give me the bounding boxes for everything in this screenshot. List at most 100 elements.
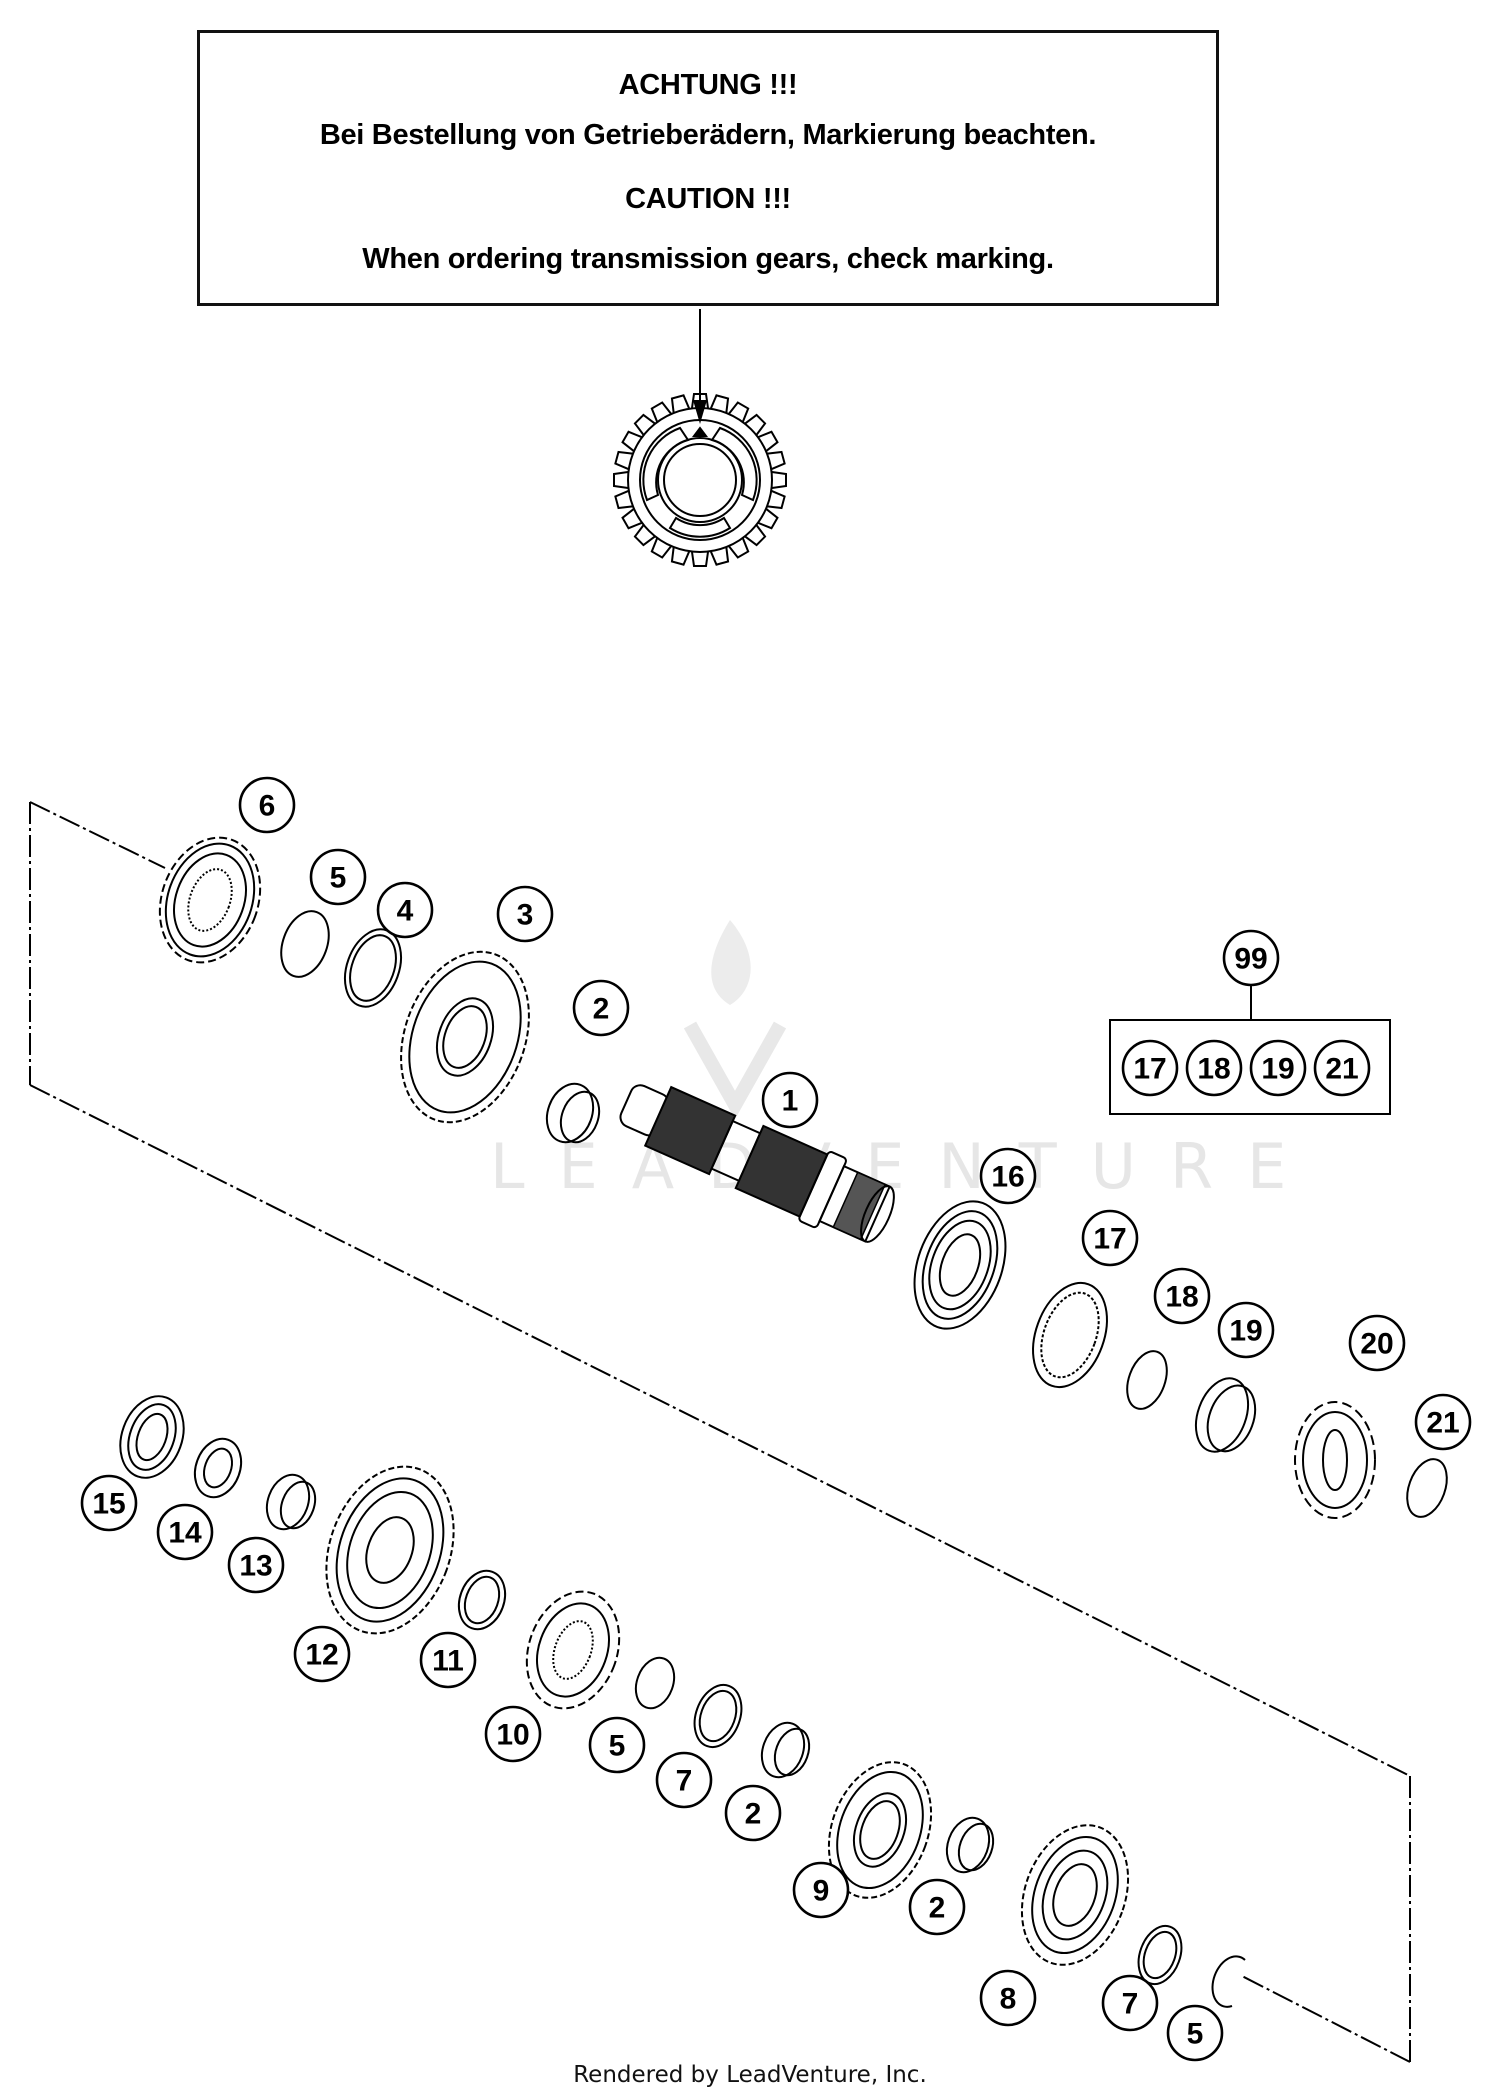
part-19-spacer-bushing bbox=[1194, 1377, 1257, 1453]
callout-number: 10 bbox=[496, 1719, 529, 1752]
parts-main-shaft-group bbox=[158, 836, 1448, 1519]
callout-number: 15 bbox=[92, 1488, 125, 1521]
part-17-shaft-seal bbox=[1032, 1281, 1108, 1389]
caution-title-german: ACHTUNG !!! bbox=[618, 69, 798, 101]
part-13-bushing bbox=[265, 1473, 317, 1531]
caution-text-german: Bei Bestellung von Getrieberädern, Marki… bbox=[319, 119, 1097, 151]
watermark-logo-icon bbox=[683, 920, 787, 1120]
kit-item-18[interactable]: 18 bbox=[1185, 1039, 1243, 1097]
part-1-main-shaft bbox=[619, 1084, 895, 1243]
callout-number: 8 bbox=[1000, 1983, 1017, 2016]
callout-part-12[interactable]: 12 bbox=[293, 1625, 351, 1683]
callout-number: 2 bbox=[745, 1798, 762, 1831]
callout-number: 12 bbox=[305, 1639, 338, 1672]
part-3-gear bbox=[400, 950, 530, 1124]
callout-number: 7 bbox=[1122, 1988, 1139, 2021]
callout-number: 5 bbox=[1187, 2018, 1204, 2051]
callout-number: 2 bbox=[593, 993, 610, 1026]
part-20-sprocket bbox=[1294, 1401, 1376, 1519]
kit-99-items: 17 18 19 21 bbox=[1121, 1039, 1371, 1097]
callout-part-15[interactable]: 15 bbox=[80, 1474, 138, 1532]
callout-number: 18 bbox=[1165, 1281, 1198, 1314]
caution-title-english: CAUTION !!! bbox=[625, 183, 791, 215]
callout-number: 17 bbox=[1133, 1053, 1166, 1086]
part-5-circlip bbox=[280, 910, 330, 978]
callout-number: 5 bbox=[330, 862, 347, 895]
part-10-sliding-gear bbox=[525, 1590, 621, 1710]
part-6-sliding-gear bbox=[158, 836, 262, 964]
caution-text-english: When ordering transmission gears, check … bbox=[362, 243, 1054, 275]
part-12-gear bbox=[325, 1465, 455, 1635]
callout-part-14[interactable]: 14 bbox=[156, 1503, 214, 1561]
callout-number: 6 bbox=[259, 790, 276, 823]
callout-part-16[interactable]: 16 bbox=[979, 1147, 1037, 1205]
part-5-circlip-lower bbox=[634, 1656, 676, 1710]
callout-number: 19 bbox=[1229, 1315, 1262, 1348]
footer-rendered-by: Rendered by LeadVenture, Inc. bbox=[573, 2062, 927, 2088]
callout-kit-99[interactable]: 99 bbox=[1222, 929, 1280, 987]
assembly-outline bbox=[29, 801, 1411, 2063]
callout-number: 1 bbox=[782, 1085, 799, 1118]
callout-part-5[interactable]: 5 bbox=[588, 1716, 646, 1774]
callout-number: 13 bbox=[239, 1550, 272, 1583]
callout-number: 19 bbox=[1261, 1053, 1294, 1086]
part-9-gear bbox=[827, 1761, 933, 1899]
callout-number: 99 bbox=[1234, 943, 1267, 976]
callout-part-8[interactable]: 8 bbox=[979, 1969, 1037, 2027]
callout-part-17[interactable]: 17 bbox=[1081, 1209, 1139, 1267]
callout-part-13[interactable]: 13 bbox=[227, 1536, 285, 1594]
callout-part-1[interactable]: 1 bbox=[761, 1071, 819, 1129]
callout-number: 3 bbox=[517, 899, 534, 932]
callout-part-18[interactable]: 18 bbox=[1153, 1267, 1211, 1325]
part-15-bearing bbox=[119, 1395, 185, 1479]
callout-part-2[interactable]: 2 bbox=[724, 1784, 782, 1842]
part-5-circlip-end bbox=[1211, 1955, 1246, 2008]
callout-part-4[interactable]: 4 bbox=[376, 881, 434, 939]
kit-item-21[interactable]: 21 bbox=[1313, 1039, 1371, 1097]
callout-part-6[interactable]: 6 bbox=[238, 776, 296, 834]
part-2-bushing bbox=[545, 1082, 601, 1144]
part-16-bearing bbox=[913, 1200, 1007, 1330]
callout-part-5[interactable]: 5 bbox=[309, 848, 367, 906]
callout-number: 11 bbox=[432, 1645, 464, 1678]
part-7-washer bbox=[693, 1684, 743, 1748]
callout-number: 16 bbox=[991, 1161, 1024, 1194]
callout-part-11[interactable]: 11 bbox=[419, 1631, 477, 1689]
callout-number: 5 bbox=[609, 1730, 626, 1763]
callout-part-7[interactable]: 7 bbox=[1101, 1974, 1159, 2032]
callout-part-3[interactable]: 3 bbox=[496, 885, 554, 943]
callout-number: 21 bbox=[1325, 1053, 1358, 1086]
callout-number: 17 bbox=[1093, 1223, 1126, 1256]
callout-number: 21 bbox=[1426, 1407, 1459, 1440]
callout-part-19[interactable]: 19 bbox=[1217, 1301, 1275, 1359]
callout-part-5[interactable]: 5 bbox=[1166, 2004, 1224, 2062]
callout-number: 4 bbox=[397, 895, 414, 928]
part-18-o-ring bbox=[1126, 1350, 1168, 1410]
callout-part-21[interactable]: 21 bbox=[1414, 1393, 1472, 1451]
callout-number: 18 bbox=[1197, 1053, 1230, 1086]
part-21-circlip bbox=[1406, 1458, 1448, 1518]
callout-number: 7 bbox=[676, 1765, 693, 1798]
part-14-washer bbox=[193, 1437, 243, 1499]
kit-99-group bbox=[1109, 985, 1391, 1115]
callout-part-2[interactable]: 2 bbox=[908, 1878, 966, 1936]
callout-part-7[interactable]: 7 bbox=[655, 1751, 713, 1809]
marking-arrow-icon bbox=[693, 400, 707, 424]
callout-part-9[interactable]: 9 bbox=[792, 1861, 850, 1919]
callout-number: 9 bbox=[813, 1875, 830, 1908]
part-8-gear bbox=[1020, 1824, 1130, 1966]
kit-item-17[interactable]: 17 bbox=[1121, 1039, 1179, 1097]
caution-note-box: ACHTUNG !!! Bei Bestellung von Getrieber… bbox=[197, 30, 1219, 306]
callout-part-2[interactable]: 2 bbox=[572, 979, 630, 1037]
part-2-bushing-lower-2 bbox=[945, 1816, 995, 1874]
marking-gear-icon bbox=[613, 393, 787, 567]
callout-number: 14 bbox=[168, 1517, 202, 1550]
callout-number: 20 bbox=[1360, 1328, 1393, 1361]
kit-item-19[interactable]: 19 bbox=[1249, 1039, 1307, 1097]
callout-part-10[interactable]: 10 bbox=[484, 1705, 542, 1763]
part-2-bushing-lower bbox=[760, 1721, 811, 1779]
parts-countershaft-group bbox=[119, 1395, 1246, 2008]
callout-part-20[interactable]: 20 bbox=[1348, 1314, 1406, 1372]
